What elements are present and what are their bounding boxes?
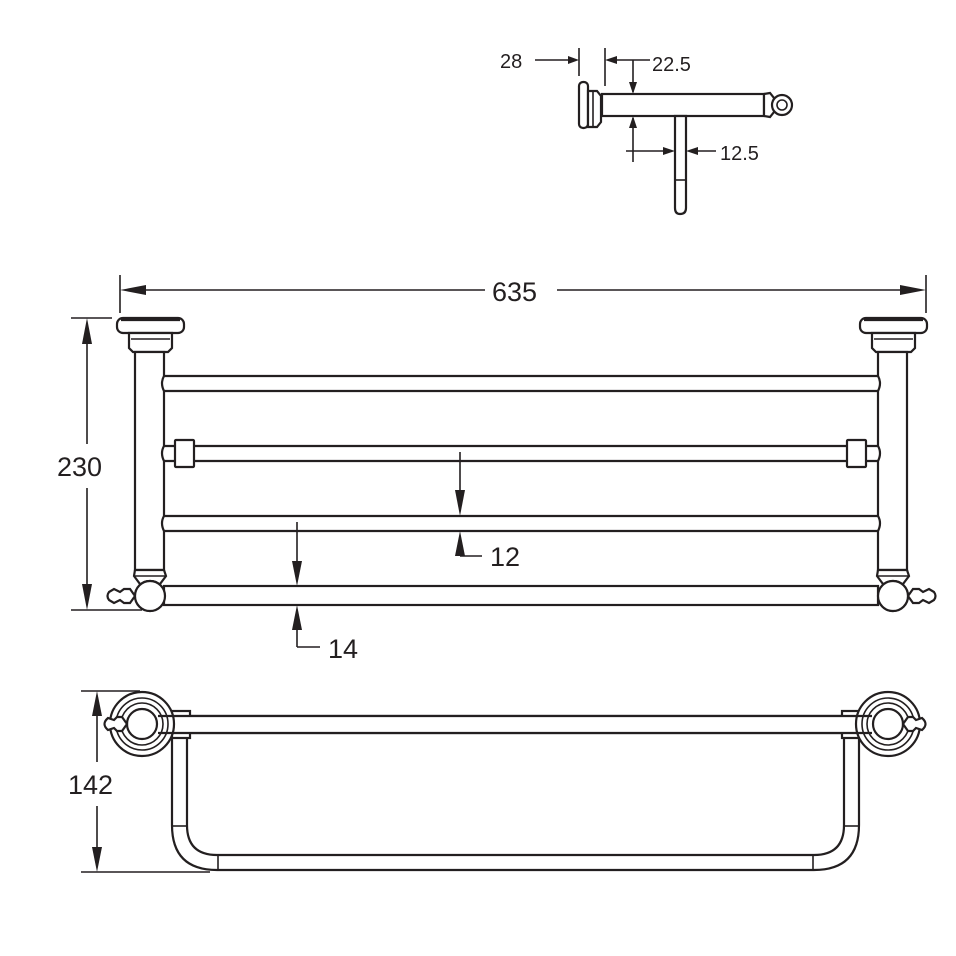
rail-3	[160, 514, 882, 533]
left-finial	[106, 587, 137, 605]
dim-label-12-5: 12.5	[720, 143, 759, 165]
rail-2-right-bracket	[845, 438, 868, 469]
top-view: 142	[68, 690, 927, 873]
side-bar	[600, 92, 766, 118]
dim-label-22-5: 22.5	[652, 54, 691, 76]
side-hanging-rail	[673, 114, 688, 216]
side-wall-flange	[577, 80, 590, 130]
right-finial	[906, 587, 937, 605]
right-post	[858, 316, 937, 613]
dim-label-28: 28	[500, 51, 522, 73]
dim-label-12: 12	[490, 542, 520, 572]
side-view: 28 22.5 12.5	[500, 48, 794, 216]
dim-label-142: 142	[68, 770, 113, 800]
side-flange-collar	[586, 89, 603, 129]
rail-2	[160, 444, 882, 463]
rail-1	[160, 374, 882, 393]
side-finial-ball	[770, 93, 794, 117]
left-post-collar	[127, 331, 174, 354]
left-rosette	[103, 690, 176, 758]
dim-label-14: 14	[328, 634, 358, 664]
rail-bottom	[162, 584, 880, 607]
right-rosette	[854, 690, 927, 758]
left-post-shaft	[133, 350, 166, 572]
dim-label-230: 230	[57, 452, 102, 482]
left-post	[106, 316, 186, 613]
dim-label-635: 635	[492, 277, 537, 307]
top-u-rail	[170, 733, 861, 872]
rail-2-left-bracket	[173, 438, 196, 469]
right-post-collar	[870, 331, 917, 354]
right-post-shaft	[876, 350, 909, 572]
front-view: 635 230	[57, 275, 937, 664]
